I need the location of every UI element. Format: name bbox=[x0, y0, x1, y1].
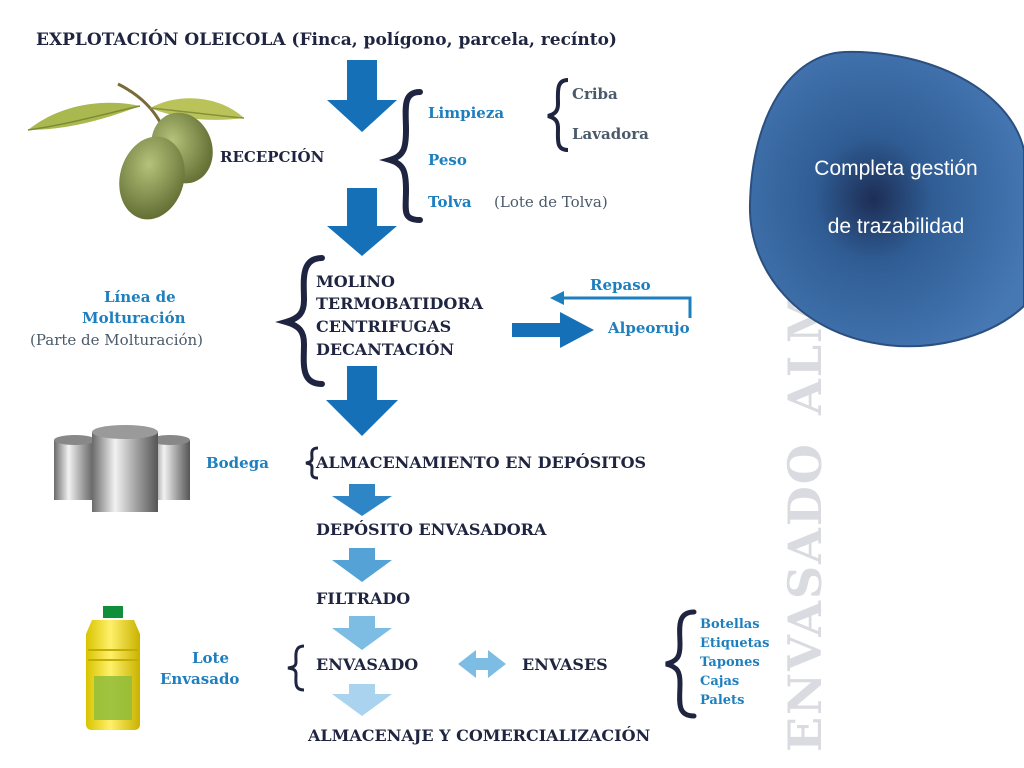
criba-label: Criba bbox=[572, 85, 618, 103]
envase-tapones: Tapones bbox=[700, 655, 760, 670]
envase-etiquetas: Etiquetas bbox=[700, 636, 770, 651]
arrow-down-7 bbox=[332, 684, 392, 716]
step-centrifugas: CENTRIFUGAS bbox=[316, 317, 452, 336]
lote-label-2: Envasado bbox=[160, 670, 240, 688]
tolva-label: Tolva bbox=[428, 193, 472, 211]
molturacion-title-2: Molturación bbox=[82, 309, 186, 327]
envase-palets: Palets bbox=[700, 693, 745, 708]
arrow-down-3 bbox=[326, 366, 398, 436]
molturacion-note: (Parte de Molturación) bbox=[30, 331, 204, 349]
deposito-label: DEPÓSITO ENVASADORA bbox=[316, 520, 547, 539]
alpeorujo-label: Alpeorujo bbox=[608, 319, 690, 337]
lote-label-1: Lote bbox=[192, 649, 230, 667]
envase-cajas: Cajas bbox=[700, 674, 740, 689]
brace-molturacion bbox=[275, 255, 325, 387]
arrow-down-1 bbox=[327, 60, 397, 132]
peso-label: Peso bbox=[428, 151, 467, 169]
bodega-label: Bodega bbox=[206, 454, 269, 472]
brace-limpieza bbox=[547, 78, 569, 152]
brace-bodega bbox=[305, 446, 319, 480]
arrow-down-5 bbox=[332, 548, 392, 582]
repaso-label: Repaso bbox=[590, 276, 651, 294]
bubble-line-2: de trazabilidad bbox=[827, 215, 965, 238]
step-decantacion: DECANTACIÓN bbox=[316, 340, 455, 359]
limpieza-label: Limpieza bbox=[428, 104, 505, 122]
callout-bubble bbox=[748, 50, 1024, 348]
step-termobatidora: TERMOBATIDORA bbox=[316, 294, 484, 313]
step-molino: MOLINO bbox=[316, 272, 395, 291]
olive-branch-icon bbox=[27, 82, 245, 220]
envasado-label: ENVASADO bbox=[316, 655, 419, 674]
double-arrow bbox=[458, 650, 506, 678]
header-title: EXPLOTACIÓN OLEICOLA (Finca, polígono, p… bbox=[36, 30, 617, 50]
brace-lote bbox=[287, 644, 305, 692]
almacenamiento-label: ALMACENAMIENTO EN DEPÓSITOS bbox=[316, 453, 647, 472]
brace-recepcion bbox=[379, 89, 423, 223]
molturacion-title-1: Línea de bbox=[104, 288, 176, 306]
envase-botellas: Botellas bbox=[700, 617, 760, 632]
lavadora-label: Lavadora bbox=[572, 125, 649, 143]
arrow-down-4 bbox=[332, 484, 392, 516]
bubble-line-1: Completa gestión bbox=[814, 157, 978, 180]
final-label: ALMACENAJE Y COMERCIALIZACIÓN bbox=[308, 726, 651, 745]
arrow-down-6 bbox=[332, 616, 392, 650]
tolva-note: (Lote de Tolva) bbox=[494, 193, 608, 211]
arrow-down-2 bbox=[327, 188, 397, 256]
arrow-repaso bbox=[550, 291, 692, 318]
steel-tanks-icon bbox=[54, 425, 190, 512]
brace-envases bbox=[665, 609, 697, 719]
oil-bottle-icon bbox=[86, 606, 140, 730]
envases-label: ENVASES bbox=[522, 655, 608, 674]
filtrado-label: FILTRADO bbox=[316, 589, 411, 608]
recepcion-label: RECEPCIÓN bbox=[220, 148, 325, 166]
arrow-alpeorujo bbox=[512, 312, 594, 348]
